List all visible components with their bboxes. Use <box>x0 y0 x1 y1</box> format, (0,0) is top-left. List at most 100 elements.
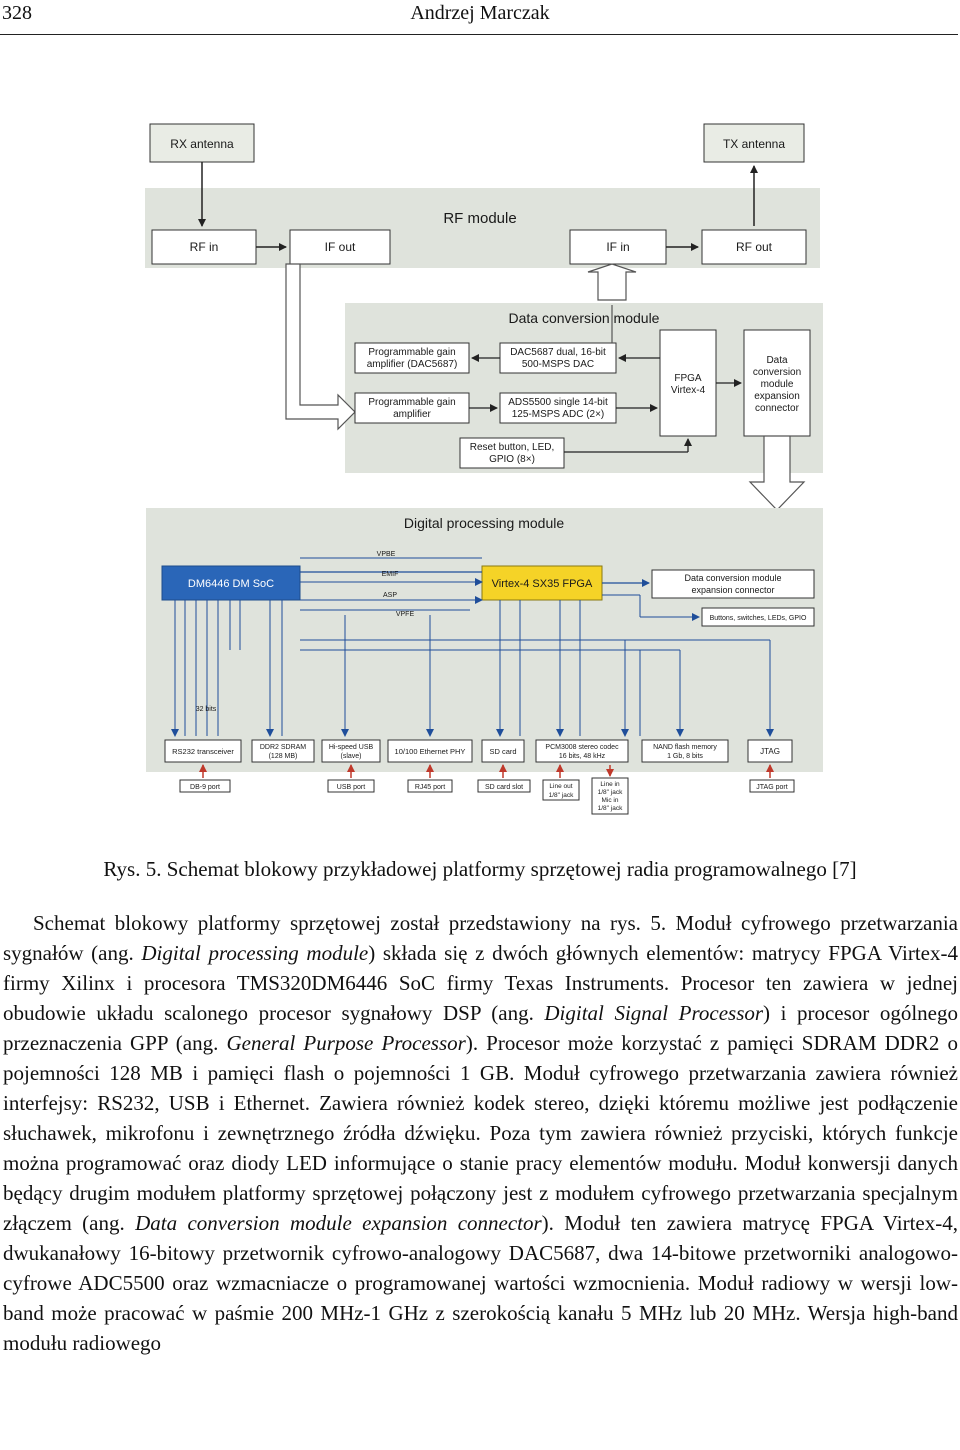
data-conversion-module-panel <box>345 303 823 473</box>
vpbe-label: VPBE <box>377 551 396 558</box>
usb-label-2: (slave) <box>340 753 361 760</box>
adc-label-1: ADS5500 single 14-bit <box>508 397 608 408</box>
line-in-label-2: 1/8" jack <box>598 789 623 796</box>
ethernet-phy-box <box>387 739 473 763</box>
line-out-label-1: Line out <box>549 783 572 790</box>
adc-label-2: 125-MSPS ADC (2×) <box>512 409 605 420</box>
rf-in-label: RF in <box>190 240 219 254</box>
emif-label: EMIF <box>382 571 399 578</box>
pga-dac-label-2: amplifier (DAC5687) <box>367 359 458 370</box>
dm6446-soc-label: DM6446 DM SoC <box>188 578 274 590</box>
rf-in-box <box>151 229 257 265</box>
reset-gpio-box <box>459 437 565 469</box>
rf-out-box <box>701 229 807 265</box>
virtex-sx35-fpga-box <box>481 565 603 601</box>
digital-processing-module-label: Digital processing module <box>404 515 565 531</box>
jtag-port-label: JTAG port <box>756 784 787 791</box>
reset-gpio-label-1: Reset button, LED, <box>470 442 555 453</box>
nand-label-2: 1 Gb, 8 bits <box>667 753 703 760</box>
vpfe-label: VPFE <box>396 611 415 618</box>
db9-port-box <box>179 779 231 793</box>
jtag-label: JTAG <box>760 747 780 756</box>
body-term-expansion-connector: Data conversion module expansion connect… <box>135 1211 542 1235</box>
mic-in-label-1: Mic in <box>602 797 619 804</box>
body-term-digital-signal-processor: Digital Signal Processor <box>544 1001 764 1025</box>
dm6446-soc-box <box>161 565 301 601</box>
hi-speed-usb-box <box>321 739 381 763</box>
dcm-connector-box <box>743 329 811 437</box>
rj45-port-box <box>407 779 453 793</box>
rs232-transceiver-box <box>164 739 242 763</box>
pga-box <box>354 392 470 424</box>
rx-antenna-label: RX antenna <box>170 137 234 151</box>
fpga-virtex4-box <box>659 329 717 437</box>
body-term-general-purpose-processor: General Purpose Processor <box>226 1031 466 1055</box>
dcm-connector-label-4: expansion <box>754 391 800 402</box>
buttons-gpio-label: Buttons, switches, LEDs, GPIO <box>710 615 807 622</box>
dcm-connector-label-1: Data <box>766 355 788 366</box>
page-number: 328 <box>2 2 32 24</box>
body-text-1: Schemat blokowy platformy sprzętowej zos… <box>3 911 958 965</box>
rf-out-label: RF out <box>736 240 773 254</box>
line-out-label-2: 1/8" jack <box>549 792 574 799</box>
fpga-label-2: Virtex-4 <box>671 385 706 396</box>
usb-port-box <box>327 779 375 793</box>
data-conversion-module-label: Data conversion module <box>509 310 660 326</box>
virtex-sx35-fpga-label: Virtex-4 SX35 FPGA <box>492 578 593 590</box>
running-head-author: Andrzej Marczak <box>410 2 550 24</box>
bits-32-label: 32 bits <box>196 706 217 713</box>
if-in-label: IF in <box>606 240 629 254</box>
ddr2-label-1: DDR2 SDRAM <box>260 744 306 751</box>
jtag-port-box <box>749 779 795 793</box>
body-text-4: ). Procesor może korzystać z pamięci SDR… <box>3 1031 959 1235</box>
sd-card-label: SD card <box>489 747 516 756</box>
dac-label-2: 500-MSPS DAC <box>522 359 594 370</box>
pcm3008-codec-box <box>535 739 629 763</box>
dcm-expansion-connector-box <box>651 569 815 599</box>
db9-port-label: DB-9 port <box>190 784 220 791</box>
sd-card-slot-label: SD card slot <box>485 784 523 791</box>
rs232-label: RS232 transceiver <box>172 747 234 756</box>
tx-antenna-box <box>703 123 805 163</box>
mic-in-label-2: 1/8" jack <box>598 805 623 812</box>
dac-label-1: DAC5687 dual, 16-bit <box>510 347 606 358</box>
line-mic-in-jack-box <box>591 777 629 815</box>
reset-gpio-label-2: GPIO (8×) <box>489 454 535 465</box>
ddr2-sdram-box <box>251 739 315 763</box>
usb-label-1: Hi-speed USB <box>329 744 374 751</box>
body-text-5: ). Moduł ten zawiera matrycę FPGA Virtex… <box>3 1211 958 1355</box>
ddr2-label-2: (128 MB) <box>269 753 298 760</box>
body-text-3: ) i procesor ogólnego przeznaczenia GPP … <box>3 1001 958 1055</box>
rf-module-label: RF module <box>443 210 516 227</box>
header-rule <box>0 34 958 35</box>
sd-card-box <box>481 739 525 763</box>
pga-label-1: Programmable gain <box>368 397 455 408</box>
line-out-jack-box <box>542 779 580 801</box>
body-term-digital-processing-module: Digital processing module <box>141 941 369 965</box>
dcm-connector-label-3: module <box>761 379 794 390</box>
block-diagram-figure: RF module RX antenna TX antenna RF in IF… <box>0 110 960 830</box>
tx-antenna-label: TX antenna <box>723 137 785 151</box>
figure-caption: Rys. 5. Schemat blokowy przykładowej pla… <box>103 857 857 881</box>
body-paragraph: Schemat blokowy platformy sprzętowej zos… <box>3 908 958 1358</box>
sd-card-slot-box <box>477 779 531 793</box>
adc-box <box>499 392 617 424</box>
jtag-box <box>747 739 793 763</box>
block-diagram: RF module RX antenna TX antenna RF in IF… <box>145 123 823 815</box>
if-out-label: IF out <box>325 240 356 254</box>
buttons-gpio-box <box>701 607 815 627</box>
rj45-port-label: RJ45 port <box>415 784 445 791</box>
dcm-exp-label-1: Data conversion module <box>684 573 781 583</box>
pcm-label-1: PCM3008 stereo codec <box>545 744 619 751</box>
ethernet-phy-label: 10/100 Ethernet PHY <box>395 747 466 756</box>
usb-port-label: USB port <box>337 784 365 791</box>
dcm-connector-label-2: conversion <box>753 367 801 378</box>
pga-label-2: amplifier <box>393 409 431 420</box>
rx-antenna-box <box>149 123 255 163</box>
line-in-label-1: Line in <box>600 781 620 788</box>
pga-dac-label-1: Programmable gain <box>368 347 455 358</box>
page-header: 328 Andrzej Marczak <box>0 0 960 35</box>
body-text-2: ) składa się z dwóch głównych elementów:… <box>3 941 958 1025</box>
nand-flash-box <box>641 739 729 763</box>
fpga-label-1: FPGA <box>674 373 702 384</box>
